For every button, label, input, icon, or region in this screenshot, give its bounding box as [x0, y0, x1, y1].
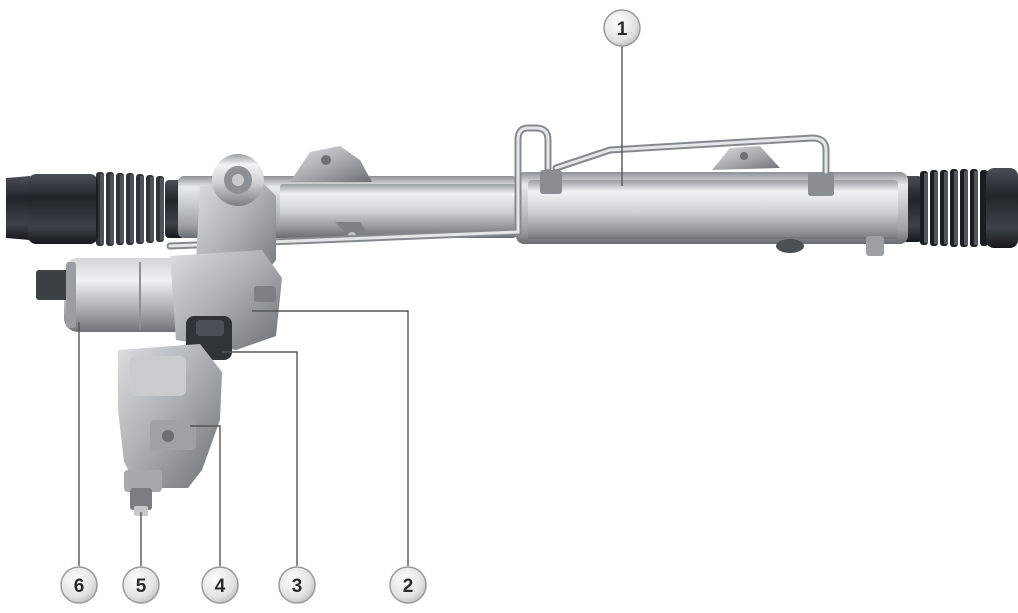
callout-badge-1: 1	[603, 9, 641, 47]
callout-label-1: 1	[617, 19, 628, 40]
hydraulic-lines	[166, 124, 830, 250]
right-bellows-boot	[900, 168, 1018, 248]
input-shaft	[124, 470, 162, 516]
rack-cylinder	[516, 146, 908, 256]
callout-badge-3: 3	[278, 566, 316, 604]
leader-line-2	[252, 310, 409, 566]
callout-label-5: 5	[136, 576, 147, 597]
callout-badge-2: 2	[389, 566, 427, 604]
leader-lines	[78, 46, 623, 566]
callout-label-6: 6	[74, 576, 85, 597]
left-bellows-boot	[6, 172, 185, 246]
callout-label-3: 3	[292, 576, 303, 597]
callout-badge-4: 4	[201, 566, 239, 604]
callout-badge-6: 6	[60, 566, 98, 604]
leader-line-3	[222, 351, 298, 566]
gearbox-housing	[118, 344, 222, 488]
callout-badge-5: 5	[122, 566, 160, 604]
callout-label-2: 2	[403, 576, 414, 597]
leader-line-4	[190, 425, 221, 566]
callout-label-4: 4	[215, 576, 226, 597]
